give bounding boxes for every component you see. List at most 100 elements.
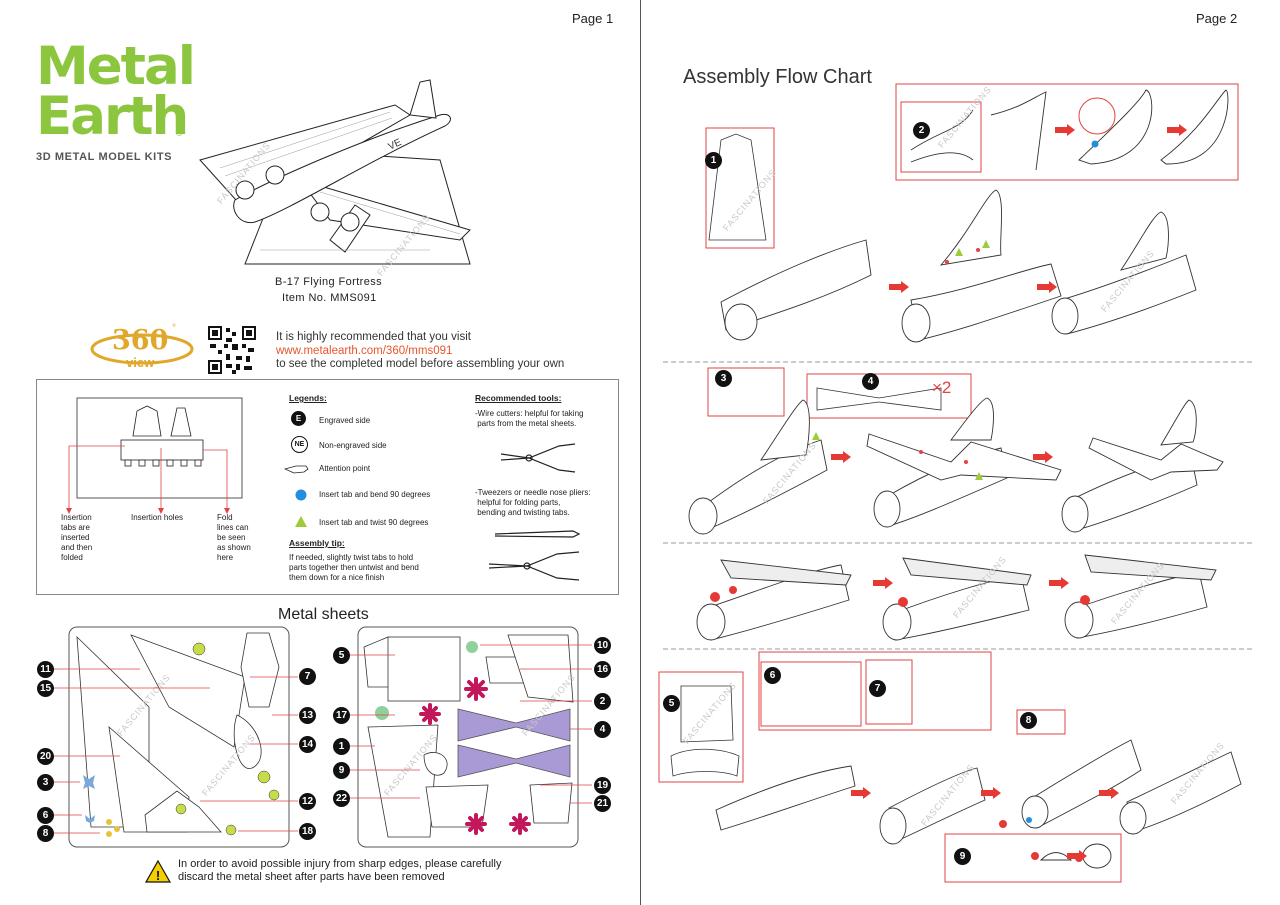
- metal-sheets-title: Metal sheets: [278, 606, 369, 623]
- label-line: here: [217, 553, 234, 562]
- tip-line: parts together then untwist and bend: [289, 563, 419, 572]
- wire-cutters-icon: [500, 443, 576, 473]
- tools-heading: Recommended tools:: [475, 393, 562, 403]
- legend-box: Insertion tabs are inserted and then fol…: [36, 379, 619, 595]
- assembly-tip-text: If needed, slightly twist tabs to hold p…: [289, 553, 419, 583]
- step-number: 5: [663, 695, 680, 712]
- part-number-callout: 16: [594, 661, 611, 678]
- part-number-callout: 19: [594, 777, 611, 794]
- registered-mark: ®: [176, 128, 183, 138]
- page-number: Page 2: [1196, 11, 1238, 26]
- label-line: be seen: [217, 533, 246, 542]
- qr-code-icon[interactable]: [208, 326, 256, 374]
- part-number-callout: 18: [299, 823, 316, 840]
- label-line: folded: [61, 553, 83, 562]
- svg-text:!: !: [156, 868, 160, 883]
- tool-line: -Wire cutters: helpful for taking: [475, 409, 584, 418]
- fold-lines-label: Fold lines can be seen as shown here: [217, 513, 251, 563]
- green-triangle-icon: [295, 516, 307, 527]
- flow-chart-title: Assembly Flow Chart: [683, 66, 872, 88]
- warning-text: In order to avoid possible injury from s…: [178, 858, 501, 884]
- logo-earth: Earth: [36, 86, 189, 147]
- assembly-tip-heading: Assembly tip:: [289, 538, 345, 548]
- label-line: tabs are: [61, 523, 90, 532]
- part-number-callout: 10: [594, 637, 611, 654]
- visit-line-3: to see the completed model before assemb…: [276, 358, 565, 370]
- quantity-multiplier: ×2: [932, 378, 952, 397]
- engraved-icon: E: [291, 411, 306, 426]
- warning-line: discard the metal sheet after parts have…: [178, 871, 445, 883]
- page-1: Page 1 Metal Earth ® 3D METAL MODEL KITS…: [36, 11, 619, 884]
- tool-line: helpful for folding parts,: [475, 498, 561, 507]
- tool-line: bending and twisting tabs.: [475, 508, 570, 517]
- part-number-callout: 13: [299, 707, 316, 724]
- part-number-callout: 9: [333, 762, 350, 779]
- part-number-callout: 20: [37, 748, 54, 765]
- visit-url-link[interactable]: www.metalearth.com/360/mms091: [276, 344, 453, 357]
- b17-model-illustration: VE: [199, 79, 471, 265]
- tip-line: them down for a nice finish: [289, 573, 385, 582]
- step-number: 8: [1020, 712, 1037, 729]
- visit-text: It is highly recommended that you visit …: [276, 331, 564, 372]
- logo-metal: Metal: [36, 36, 196, 97]
- insertion-holes-label: Insertion holes: [131, 513, 184, 522]
- step-number: 2: [913, 122, 930, 139]
- page-divider: [640, 0, 641, 905]
- engraved-label: Engraved side: [319, 416, 371, 425]
- tweezers-icon: [494, 530, 581, 538]
- svg-text:VE: VE: [387, 137, 404, 153]
- part-number-callout: 4: [594, 721, 611, 738]
- part-number-callout: 8: [37, 825, 54, 842]
- degree-icon: °: [172, 323, 176, 334]
- item-number: Item No. MMS091: [282, 292, 377, 304]
- model-name: B-17 Flying Fortress: [275, 276, 383, 288]
- tool-line: -Tweezers or needle nose pliers:: [475, 488, 591, 497]
- page-number: Page 1: [572, 11, 614, 26]
- label-line: lines can: [217, 523, 249, 532]
- step-number: 9: [954, 848, 971, 865]
- label-line: as shown: [217, 543, 251, 552]
- part-number-callout: 17: [333, 707, 350, 724]
- blue-dot-label: Insert tab and bend 90 degrees: [319, 490, 431, 499]
- metal-sheet-right: [357, 626, 579, 848]
- pointing-hand-icon: [283, 465, 309, 474]
- assembly-flow-drawing: [658, 83, 1253, 883]
- logo-subtitle: 3D METAL MODEL KITS: [36, 151, 173, 163]
- warning-icon: !: [144, 859, 172, 883]
- non-engraved-icon: NE: [291, 436, 308, 453]
- legends-heading: Legends:: [289, 393, 327, 403]
- non-engraved-label: Non-engraved side: [319, 441, 387, 450]
- tweezers-text: -Tweezers or needle nose pliers: helpful…: [475, 488, 591, 518]
- part-number-callout: 11: [37, 661, 54, 678]
- tab-diagram: [66, 397, 243, 514]
- part-number-callout: 5: [333, 647, 350, 664]
- badge-number: 360: [112, 325, 169, 356]
- part-number-callout: 3: [37, 774, 54, 791]
- label-line: and then: [61, 543, 93, 552]
- part-number-callout: 22: [333, 790, 350, 807]
- metal-sheet-left: [68, 626, 290, 848]
- step-number: 1: [705, 152, 722, 169]
- tool-line: parts from the metal sheets.: [475, 419, 577, 428]
- tip-line: If needed, slightly twist tabs to hold: [289, 553, 414, 562]
- part-number-callout: 2: [594, 693, 611, 710]
- badge-ring: [90, 333, 194, 365]
- badge-label: view: [126, 355, 155, 370]
- wire-cutters-text: -Wire cutters: helpful for taking parts …: [475, 409, 583, 429]
- label-line: Fold: [217, 513, 233, 522]
- part-number-callout: 21: [594, 795, 611, 812]
- insertion-tabs-label: Insertion tabs are inserted and then fol…: [61, 513, 92, 563]
- attention-label: Attention point: [319, 464, 371, 473]
- label-line: Insertion: [61, 513, 92, 522]
- part-number-callout: 14: [299, 736, 316, 753]
- page-2: Page 2 Assembly Flow Chart: [641, 0, 1280, 905]
- part-number-callout: 7: [299, 668, 316, 685]
- label-line: inserted: [61, 533, 90, 542]
- visit-line-1: It is highly recommended that you visit: [276, 331, 471, 343]
- green-triangle-label: Insert tab and twist 90 degrees: [319, 518, 429, 527]
- step-number: 4: [862, 373, 879, 390]
- step-number: 7: [869, 680, 886, 697]
- step-number: 6: [764, 667, 781, 684]
- needle-nose-pliers-icon: [488, 551, 580, 581]
- callout-lines: [54, 644, 592, 834]
